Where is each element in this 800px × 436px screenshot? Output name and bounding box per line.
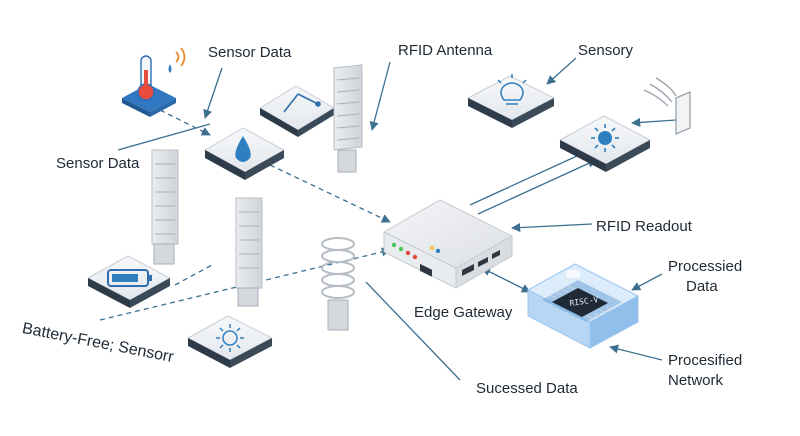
water-drop-icon bbox=[235, 136, 251, 162]
label-procesified-line2: Network bbox=[668, 372, 724, 389]
solid-gateway-to-sun-2 bbox=[477, 159, 597, 215]
coil-antenna bbox=[321, 237, 355, 331]
chip-marking: RISC-V bbox=[569, 295, 599, 308]
label-processied-line2: Data bbox=[686, 278, 718, 295]
pointer-icon bbox=[283, 93, 321, 113]
sun-icon bbox=[591, 124, 619, 152]
gateway-ports bbox=[420, 250, 500, 277]
label-rfid-readout: RFID Readout bbox=[596, 218, 692, 235]
lightbulb-icon bbox=[497, 74, 527, 105]
rfid-antenna-middle bbox=[235, 197, 263, 307]
label-sensor-data-left: Sensor Data bbox=[56, 155, 140, 172]
dashed-thermo-to-drop bbox=[159, 109, 211, 136]
signal-wave-icon bbox=[175, 47, 186, 67]
sun-tile bbox=[558, 115, 652, 172]
label-sensory: Sensory bbox=[578, 42, 634, 59]
chip-cloud-icon bbox=[566, 270, 580, 278]
label-rfid-antenna: RFID Antenna bbox=[398, 42, 493, 59]
chip-module: RISC-V bbox=[526, 263, 640, 349]
pointer-rfid-antenna bbox=[369, 61, 391, 131]
pointer-processied bbox=[631, 273, 663, 291]
dashed-drop-to-gateway bbox=[269, 164, 391, 223]
lightbulb-tile bbox=[466, 74, 556, 128]
label-sucessed-data: Sucessed Data bbox=[476, 380, 578, 397]
pointer-sensor-data-left bbox=[117, 123, 211, 151]
label-edge-gateway: Edge Gateway bbox=[414, 304, 513, 321]
droplet-icon bbox=[168, 64, 172, 73]
pointer-signal-to-sun bbox=[631, 117, 677, 127]
pointer-rfid-readout bbox=[511, 223, 593, 233]
label-sensor-data-top: Sensor Data bbox=[208, 44, 292, 61]
label-processied-line1: Processied bbox=[668, 258, 743, 275]
status-leds bbox=[391, 242, 441, 260]
pointer-procesified bbox=[609, 344, 663, 361]
connections bbox=[99, 57, 677, 381]
edge-gateway bbox=[382, 199, 514, 289]
dashed-battery-to-antenna bbox=[174, 264, 213, 286]
thermometer-icon bbox=[137, 55, 155, 101]
pointer-sensory bbox=[546, 57, 577, 85]
signal-reflector-icon bbox=[643, 77, 691, 135]
battery-icon bbox=[107, 269, 152, 287]
pointer-sensor-data-top bbox=[203, 67, 223, 119]
chip-icon: RISC-V bbox=[549, 285, 613, 320]
pointer-sucessed bbox=[365, 281, 461, 381]
water-drop-tile bbox=[203, 127, 286, 180]
dashed-lower-to-gateway bbox=[99, 247, 391, 321]
label-procesified-line1: Procesified bbox=[668, 352, 743, 369]
pointer-tile bbox=[259, 85, 335, 137]
solid-gateway-to-sun-1 bbox=[469, 149, 591, 206]
lower-sun-tile bbox=[186, 315, 274, 368]
battery-tile bbox=[86, 255, 172, 308]
rfid-antenna-top bbox=[333, 64, 363, 173]
thermometer-tile bbox=[122, 47, 186, 117]
arrow-gateway-to-chip bbox=[481, 267, 531, 293]
rfid-antenna-left-tall bbox=[151, 149, 179, 265]
sun-outline-icon bbox=[216, 324, 244, 352]
